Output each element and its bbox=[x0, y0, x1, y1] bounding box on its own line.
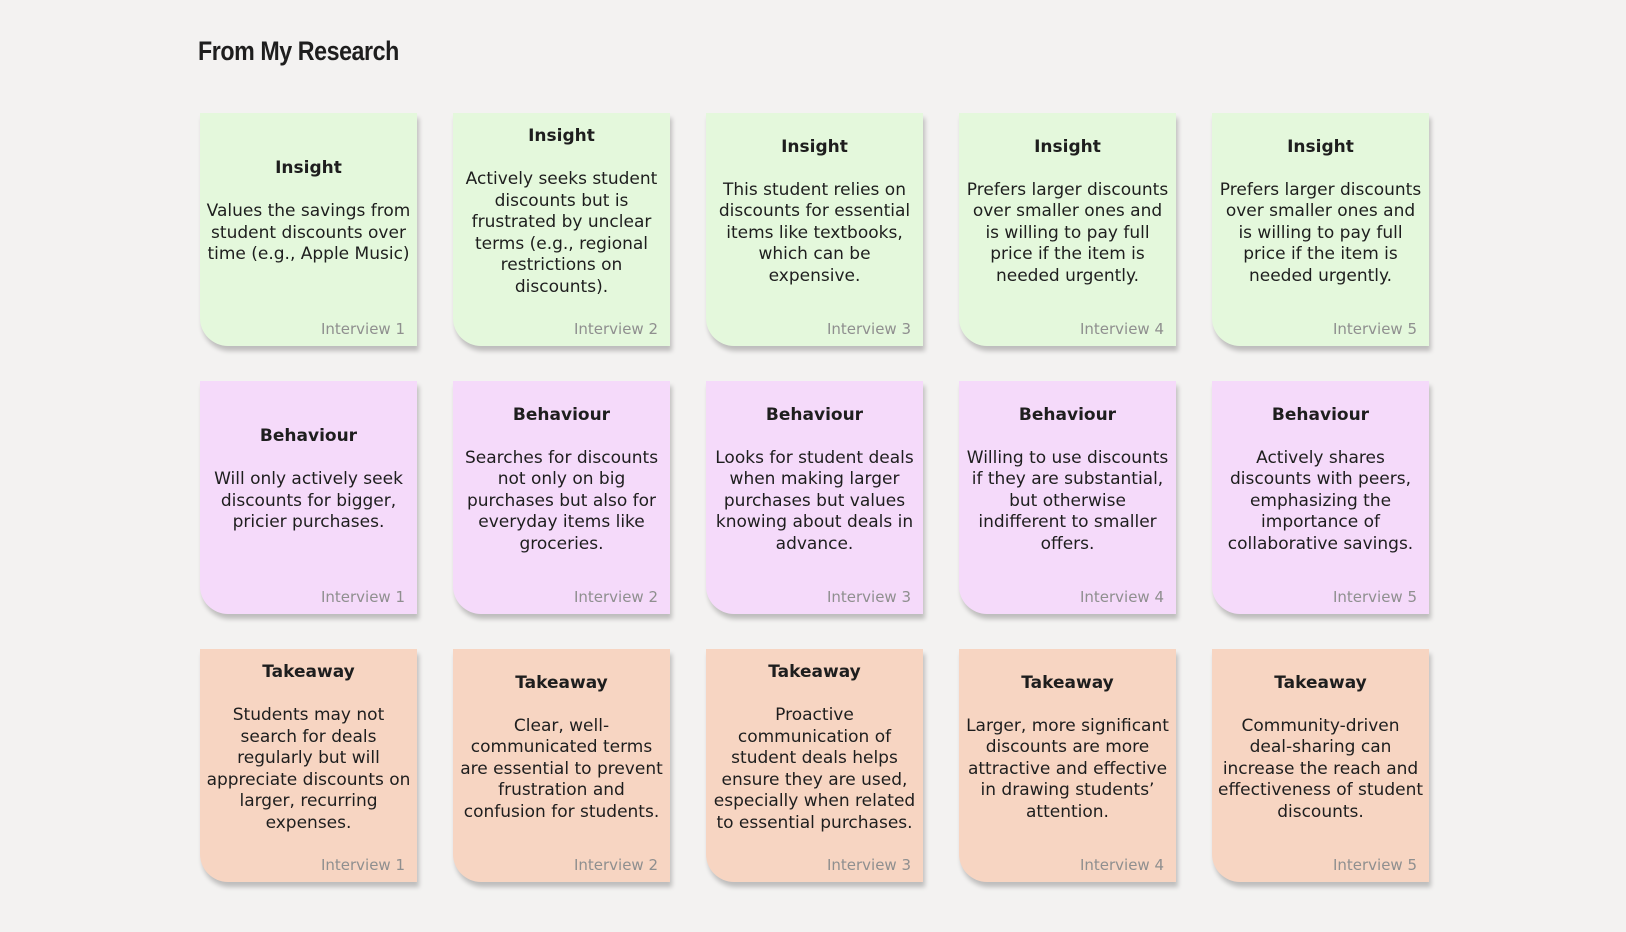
note-source: Interview 2 bbox=[573, 856, 658, 874]
takeaway-note-5[interactable]: Takeaway Community-driven deal-sharing c… bbox=[1212, 649, 1429, 882]
behaviour-note-1[interactable]: Behaviour Will only actively seek discou… bbox=[200, 381, 417, 614]
note-heading: Behaviour bbox=[765, 404, 864, 425]
behaviour-note-2[interactable]: Behaviour Searches for discounts not onl… bbox=[453, 381, 670, 614]
insight-note-3[interactable]: Insight This student relies on discounts… bbox=[706, 113, 923, 346]
page-title: From My Research bbox=[198, 36, 399, 66]
note-heading: Takeaway bbox=[515, 672, 608, 693]
note-source: Interview 3 bbox=[826, 320, 911, 338]
note-source: Interview 3 bbox=[826, 856, 911, 874]
note-heading: Behaviour bbox=[259, 426, 358, 447]
insight-note-5[interactable]: Insight Prefers larger discounts over sm… bbox=[1212, 113, 1429, 346]
note-source: Interview 1 bbox=[320, 856, 405, 874]
note-heading: Takeaway bbox=[1021, 672, 1114, 693]
note-source: Interview 5 bbox=[1332, 588, 1417, 606]
note-heading: Behaviour bbox=[512, 404, 611, 425]
note-heading: Insight bbox=[528, 126, 595, 146]
note-source: Interview 1 bbox=[320, 588, 405, 606]
note-source: Interview 4 bbox=[1079, 320, 1164, 338]
note-body: Community-driven deal-sharing can increa… bbox=[1218, 715, 1424, 822]
takeaway-note-3[interactable]: Takeaway Proactive communication of stud… bbox=[706, 649, 923, 882]
note-heading: Behaviour bbox=[1018, 404, 1117, 425]
note-heading: Insight bbox=[1287, 136, 1354, 157]
takeaway-note-1[interactable]: Takeaway Students may not search for dea… bbox=[200, 649, 417, 882]
note-heading: Insight bbox=[275, 158, 342, 179]
note-body: Searches for discounts not only on big p… bbox=[464, 447, 659, 554]
note-body: Larger, more significant discounts are m… bbox=[966, 715, 1169, 822]
note-source: Interview 4 bbox=[1079, 856, 1164, 874]
note-body: This student relies on discounts for ess… bbox=[718, 179, 911, 286]
insight-note-2[interactable]: Insight Actively seeks student discounts… bbox=[453, 113, 670, 346]
note-heading: Takeaway bbox=[1274, 672, 1367, 693]
note-source: Interview 2 bbox=[573, 588, 658, 606]
note-source: Interview 1 bbox=[320, 320, 405, 338]
note-body: Willing to use discounts if they are sub… bbox=[966, 447, 1169, 554]
note-body: Students may not search for deals regula… bbox=[206, 705, 411, 833]
note-heading: Insight bbox=[781, 136, 848, 157]
note-heading: Insight bbox=[1034, 136, 1101, 157]
insight-note-1[interactable]: Insight Values the savings from student … bbox=[200, 113, 417, 346]
note-source: Interview 4 bbox=[1079, 588, 1164, 606]
behaviour-note-3[interactable]: Behaviour Looks for student deals when m… bbox=[706, 381, 923, 614]
note-heading: Takeaway bbox=[768, 662, 861, 682]
sticky-note-grid: Insight Values the savings from student … bbox=[200, 113, 1429, 882]
behaviour-note-5[interactable]: Behaviour Actively shares discounts with… bbox=[1212, 381, 1429, 614]
insight-note-4[interactable]: Insight Prefers larger discounts over sm… bbox=[959, 113, 1176, 346]
note-body: Proactive communication of student deals… bbox=[713, 705, 916, 833]
note-body: Prefers larger discounts over smaller on… bbox=[1219, 179, 1422, 286]
takeaway-note-2[interactable]: Takeaway Clear, well-communicated terms … bbox=[453, 649, 670, 882]
takeaway-note-4[interactable]: Takeaway Larger, more significant discou… bbox=[959, 649, 1176, 882]
note-source: Interview 3 bbox=[826, 588, 911, 606]
note-source: Interview 5 bbox=[1332, 856, 1417, 874]
note-body: Clear, well-communicated terms are essen… bbox=[460, 715, 663, 822]
note-body: Will only actively seek discounts for bi… bbox=[214, 469, 403, 533]
note-body: Actively seeks student discounts but is … bbox=[465, 169, 658, 297]
note-body: Values the savings from student discount… bbox=[206, 201, 411, 265]
note-heading: Takeaway bbox=[262, 662, 355, 682]
behaviour-note-4[interactable]: Behaviour Willing to use discounts if th… bbox=[959, 381, 1176, 614]
note-source: Interview 2 bbox=[573, 320, 658, 338]
note-body: Prefers larger discounts over smaller on… bbox=[966, 179, 1169, 286]
note-source: Interview 5 bbox=[1332, 320, 1417, 338]
note-heading: Behaviour bbox=[1271, 404, 1370, 425]
note-body: Actively shares discounts with peers, em… bbox=[1227, 447, 1414, 554]
note-body: Looks for student deals when making larg… bbox=[715, 447, 914, 554]
